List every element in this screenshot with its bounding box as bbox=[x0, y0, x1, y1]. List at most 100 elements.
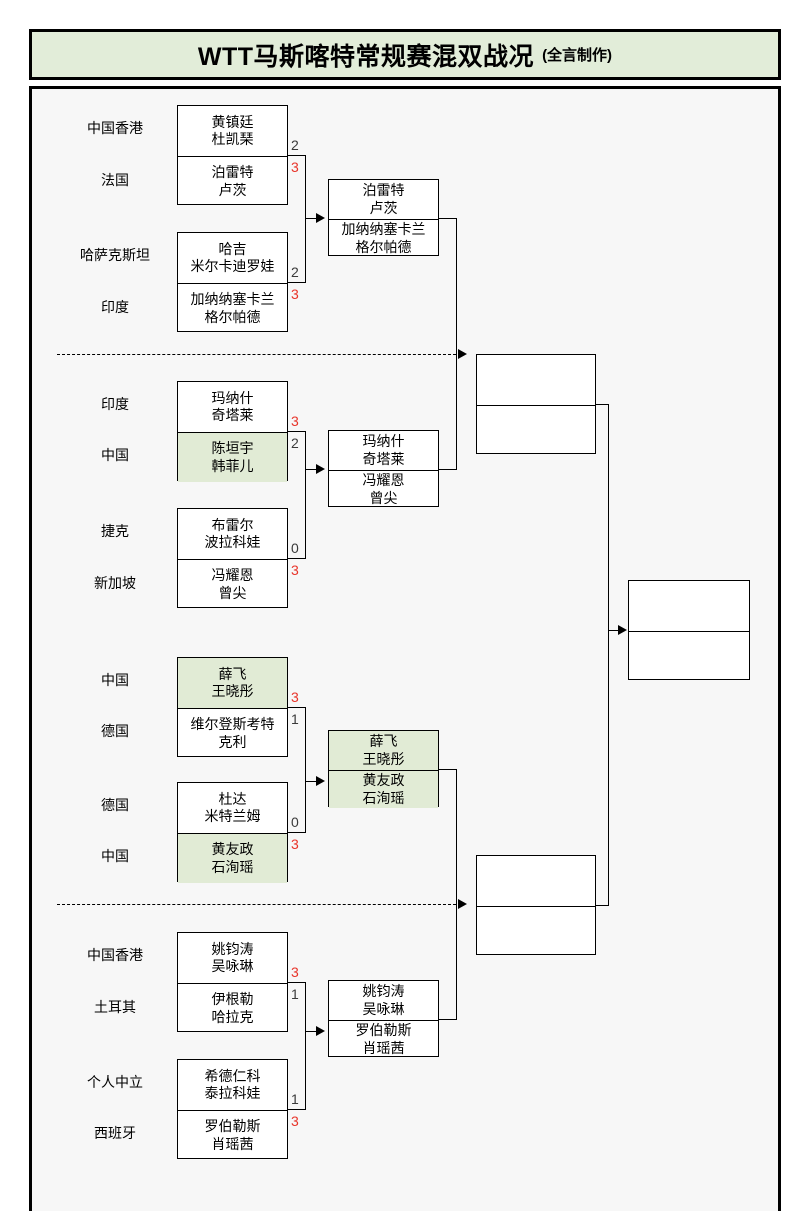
match-slot-sf-1-top[interactable] bbox=[477, 355, 595, 405]
player-name: 泊雷特 bbox=[362, 182, 405, 199]
player-name: 玛纳什 bbox=[362, 433, 405, 450]
match-box-r2-m1[interactable]: 泊雷特 卢茨 加纳纳塞卡兰 格尔帕德 bbox=[328, 179, 439, 256]
match-box-sf-2[interactable] bbox=[476, 855, 596, 955]
match-slot-r2-m4-bottom[interactable]: 罗伯勒斯 肖瑶茜 bbox=[329, 1020, 438, 1058]
connector-arrow-icon bbox=[316, 776, 325, 786]
match-slot-r2-m3-top[interactable]: 薛飞 王晓彤 bbox=[329, 731, 438, 770]
player-name: 肖瑶茜 bbox=[362, 1039, 405, 1056]
connector-line bbox=[305, 469, 317, 470]
match-slot-r1-m4-bottom[interactable]: 冯耀恩 曾尖 bbox=[178, 559, 287, 609]
player-name: 玛纳什 bbox=[211, 389, 254, 406]
match-slot-r2-m2-bottom[interactable]: 冯耀恩 曾尖 bbox=[329, 470, 438, 508]
match-slot-sf-2-bottom[interactable] bbox=[477, 906, 595, 956]
player-name: 伊根勒 bbox=[211, 991, 254, 1008]
player-name: 薛飞 bbox=[218, 665, 247, 682]
match-box-sf-1[interactable] bbox=[476, 354, 596, 454]
match-slot-r1-m1-top[interactable]: 黄镇廷 杜凯琹 bbox=[178, 106, 287, 156]
match-slot-r1-m1-bottom[interactable]: 泊雷特 卢茨 bbox=[178, 156, 287, 206]
player-name: 杜达 bbox=[218, 790, 247, 807]
connector-arrow-icon bbox=[316, 213, 325, 223]
match-slot-r1-m2-bottom[interactable]: 加纳纳塞卡兰 格尔帕德 bbox=[178, 283, 287, 333]
connector-line bbox=[305, 982, 306, 1109]
connector-line bbox=[305, 431, 306, 558]
match-slot-r1-m3-top[interactable]: 玛纳什 奇塔莱 bbox=[178, 382, 287, 432]
player-name: 石洵瑶 bbox=[362, 789, 405, 806]
player-name: 冯耀恩 bbox=[362, 472, 405, 489]
score-r1-m8-bottom: 3 bbox=[291, 1113, 299, 1129]
player-name: 曾尖 bbox=[369, 489, 398, 506]
country-label-r1-m4-top: 捷克 bbox=[101, 523, 129, 539]
match-slot-r1-m3-bottom[interactable]: 陈垣宇 韩菲儿 bbox=[178, 432, 287, 482]
match-slot-r1-m7-bottom[interactable]: 伊根勒 哈拉克 bbox=[178, 983, 287, 1033]
match-box-r2-m4[interactable]: 姚钧涛 吴咏琳 罗伯勒斯 肖瑶茜 bbox=[328, 980, 439, 1057]
match-box-final[interactable] bbox=[628, 580, 750, 680]
page-title-credit: (全言制作) bbox=[542, 47, 613, 64]
country-label-r1-m8-bottom: 西班牙 bbox=[94, 1125, 136, 1141]
connector-line bbox=[456, 354, 457, 469]
page-title: WTT马斯喀特常规赛混双战况 bbox=[197, 42, 535, 71]
match-slot-r2-m2-top[interactable]: 玛纳什 奇塔莱 bbox=[329, 431, 438, 470]
score-r1-m4-top: 0 bbox=[291, 540, 299, 556]
match-slot-r1-m7-top[interactable]: 姚钧涛 吴咏琳 bbox=[178, 933, 287, 983]
country-label-r1-m5-top: 中国 bbox=[101, 672, 129, 688]
match-slot-r1-m6-top[interactable]: 杜达 米特兰姆 bbox=[178, 783, 287, 833]
player-name: 维尔登斯考特 bbox=[190, 716, 275, 733]
match-box-r2-m2[interactable]: 玛纳什 奇塔莱 冯耀恩 曾尖 bbox=[328, 430, 439, 507]
match-box-r1-m1[interactable]: 黄镇廷 杜凯琹 泊雷特 卢茨 bbox=[177, 105, 288, 205]
match-box-r1-m2[interactable]: 哈吉 米尔卡迪罗娃 加纳纳塞卡兰 格尔帕德 bbox=[177, 232, 288, 332]
match-slot-r1-m5-bottom[interactable]: 维尔登斯考特 克利 bbox=[178, 708, 287, 758]
player-name: 罗伯勒斯 bbox=[355, 1022, 412, 1039]
score-r1-m5-top: 3 bbox=[291, 689, 299, 705]
match-slot-r1-m2-top[interactable]: 哈吉 米尔卡迪罗娃 bbox=[178, 233, 287, 283]
match-slot-r1-m8-bottom[interactable]: 罗伯勒斯 肖瑶茜 bbox=[178, 1110, 287, 1160]
match-slot-sf-2-top[interactable] bbox=[477, 856, 595, 906]
match-slot-r2-m1-bottom[interactable]: 加纳纳塞卡兰 格尔帕德 bbox=[329, 219, 438, 257]
match-slot-sf-1-bottom[interactable] bbox=[477, 405, 595, 455]
score-r1-m5-bottom: 1 bbox=[291, 711, 299, 727]
country-label-r1-m6-top: 德国 bbox=[101, 797, 129, 813]
connector-line bbox=[288, 431, 306, 432]
country-label-r1-m5-bottom: 德国 bbox=[101, 723, 129, 739]
match-slot-final-top[interactable] bbox=[629, 581, 749, 631]
connector-arrow-icon bbox=[316, 464, 325, 474]
connector-line bbox=[456, 904, 457, 1019]
match-box-r1-m3[interactable]: 玛纳什 奇塔莱 陈垣宇 韩菲儿 bbox=[177, 381, 288, 482]
player-name: 罗伯勒斯 bbox=[204, 1118, 261, 1135]
match-box-r1-m7[interactable]: 姚钧涛 吴咏琳 伊根勒 哈拉克 bbox=[177, 932, 288, 1032]
player-name: 米特兰姆 bbox=[204, 808, 261, 824]
match-slot-r1-m5-top[interactable]: 薛飞 王晓彤 bbox=[178, 658, 287, 708]
player-name: 王晓彤 bbox=[211, 683, 254, 699]
match-slot-final-bottom[interactable] bbox=[629, 631, 749, 681]
match-slot-r2-m3-bottom[interactable]: 黄友政 石洵瑶 bbox=[329, 770, 438, 808]
match-slot-r2-m4-top[interactable]: 姚钧涛 吴咏琳 bbox=[329, 981, 438, 1020]
player-name: 加纳纳塞卡兰 bbox=[190, 291, 275, 308]
connector-arrow-icon bbox=[458, 349, 467, 359]
score-r1-m1-bottom: 3 bbox=[291, 159, 299, 175]
player-name: 克利 bbox=[218, 733, 247, 750]
match-box-r1-m5[interactable]: 薛飞 王晓彤 维尔登斯考特 克利 bbox=[177, 657, 288, 757]
match-slot-r1-m6-bottom[interactable]: 黄友政 石洵瑶 bbox=[178, 833, 287, 883]
country-label-r1-m3-top: 印度 bbox=[101, 396, 129, 412]
player-name: 黄友政 bbox=[211, 841, 254, 858]
match-slot-r2-m1-top[interactable]: 泊雷特 卢茨 bbox=[329, 180, 438, 219]
match-slot-r1-m8-top[interactable]: 希德仁科 泰拉科娃 bbox=[178, 1060, 287, 1110]
score-r1-m1-top: 2 bbox=[291, 137, 299, 153]
bracket-group-divider-bottom bbox=[57, 904, 456, 905]
match-box-r1-m8[interactable]: 希德仁科 泰拉科娃 罗伯勒斯 肖瑶茜 bbox=[177, 1059, 288, 1159]
score-r1-m6-bottom: 3 bbox=[291, 836, 299, 852]
connector-line bbox=[305, 1031, 317, 1032]
connector-line bbox=[596, 404, 609, 405]
match-slot-r1-m4-top[interactable]: 布雷尔 波拉科娃 bbox=[178, 509, 287, 559]
country-label-r1-m4-bottom: 新加坡 bbox=[94, 575, 136, 591]
match-box-r1-m6[interactable]: 杜达 米特兰姆 黄友政 石洵瑶 bbox=[177, 782, 288, 883]
country-label-r1-m2-bottom: 印度 bbox=[101, 299, 129, 315]
bracket-group-divider-top bbox=[57, 354, 456, 355]
player-name: 泊雷特 bbox=[211, 164, 254, 181]
player-name: 加纳纳塞卡兰 bbox=[341, 221, 426, 238]
match-box-r1-m4[interactable]: 布雷尔 波拉科娃 冯耀恩 曾尖 bbox=[177, 508, 288, 608]
match-box-r2-m3[interactable]: 薛飞 王晓彤 黄友政 石洵瑶 bbox=[328, 730, 439, 808]
score-r1-m4-bottom: 3 bbox=[291, 562, 299, 578]
player-name: 米尔卡迪罗娃 bbox=[190, 258, 275, 274]
player-name: 石洵瑶 bbox=[211, 858, 254, 875]
